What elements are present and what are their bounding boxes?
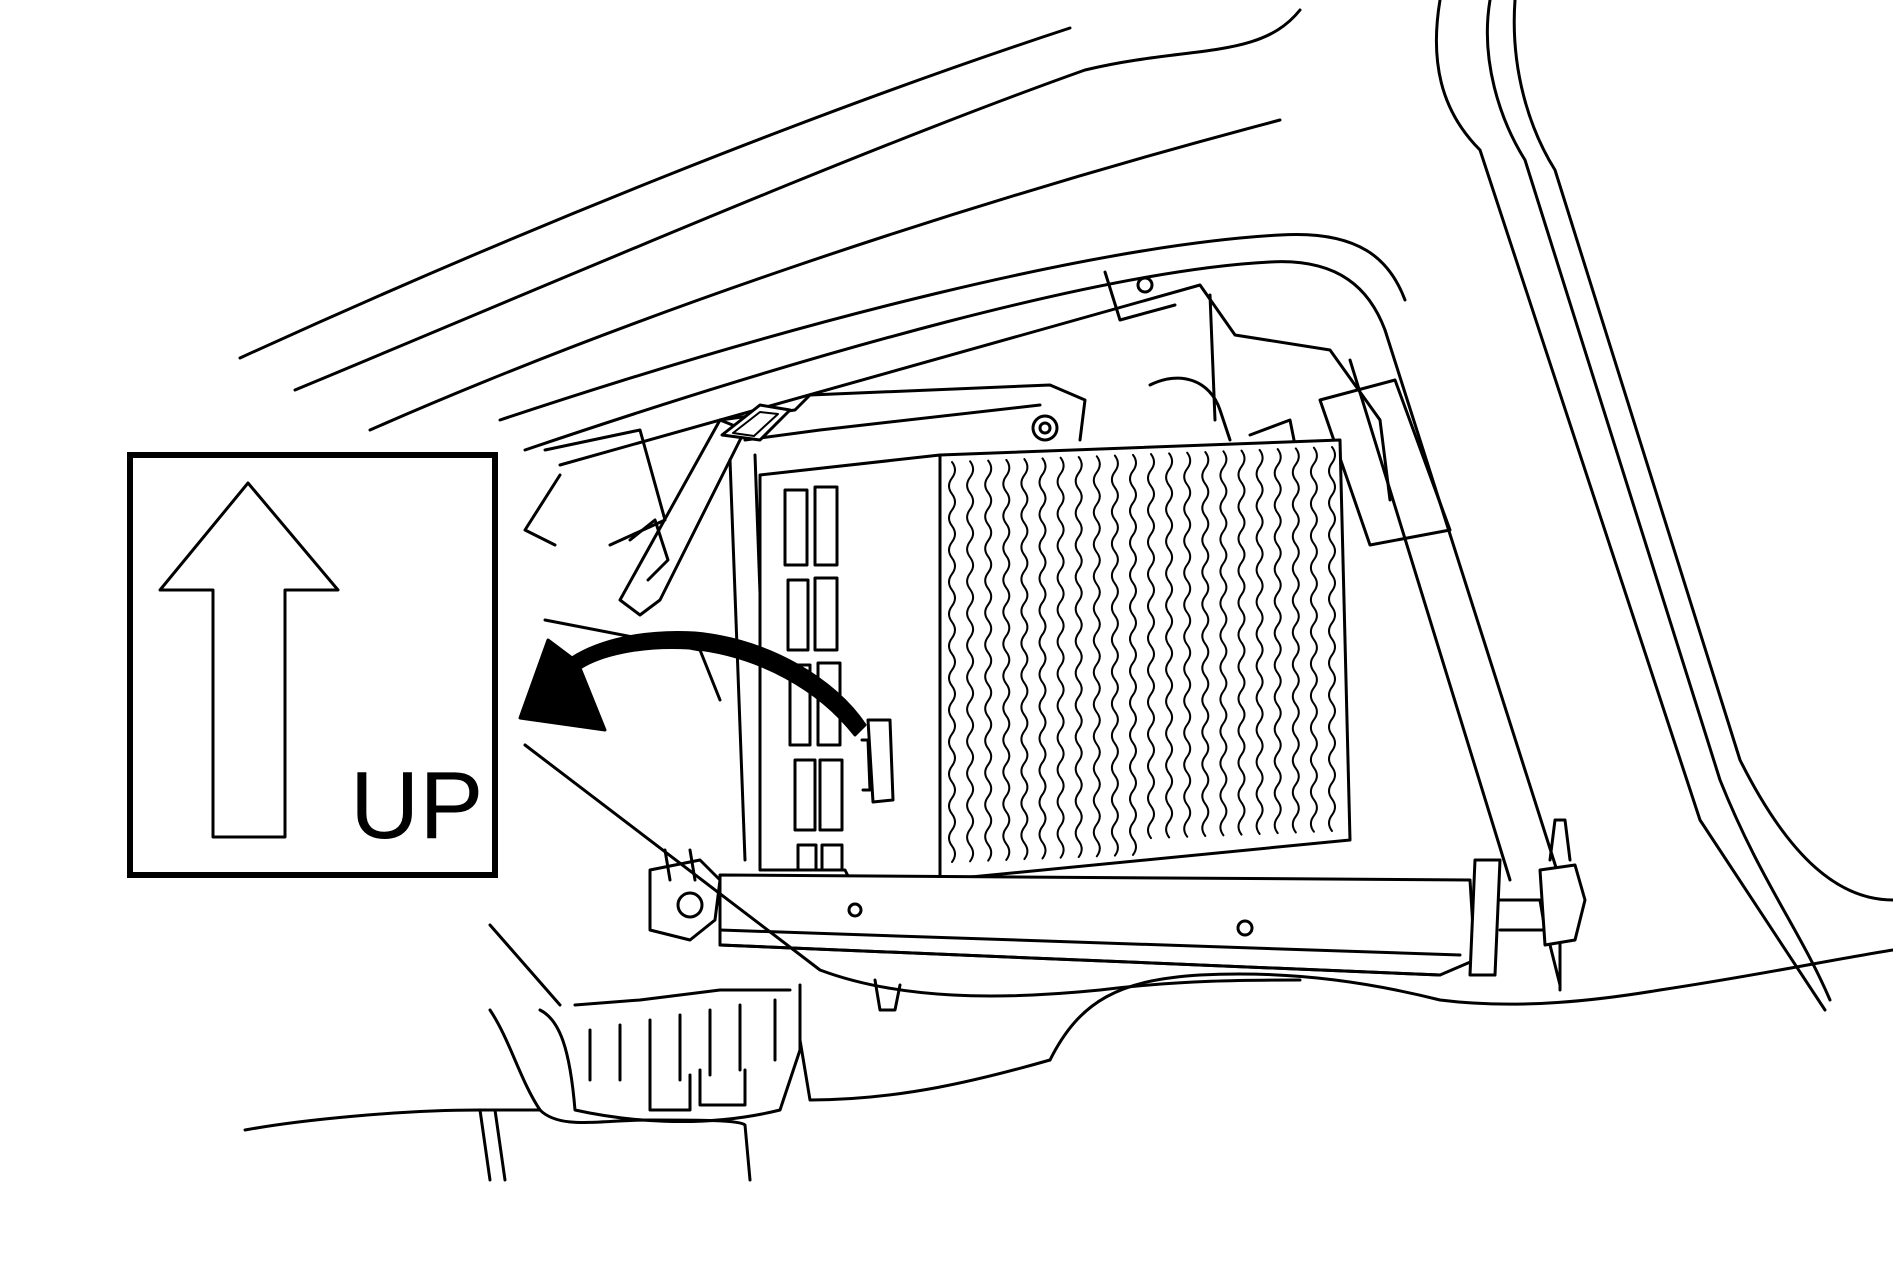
filter-pleat xyxy=(1147,453,1155,840)
guide-rail xyxy=(648,818,1587,1012)
filter-pleat xyxy=(1038,457,1047,860)
filter-pleat xyxy=(1328,446,1336,832)
filter-pleat xyxy=(948,461,956,863)
filter-pleat xyxy=(1291,447,1300,834)
filter-pleat xyxy=(1219,450,1228,837)
orientation-box: UP xyxy=(127,452,498,878)
glovebox-bin xyxy=(758,453,942,882)
filter-pleat xyxy=(1110,454,1119,857)
filter-pleat xyxy=(1002,458,1011,861)
filter-pleat xyxy=(1201,451,1210,837)
filter-pleat xyxy=(1129,453,1137,856)
orientation-label: UP xyxy=(350,752,483,859)
filter-pleat xyxy=(984,459,993,862)
filter-corrugation xyxy=(948,446,1336,863)
curved-removal-arrow-icon xyxy=(518,631,867,737)
filter-pleat xyxy=(1056,456,1065,859)
filter-pleat xyxy=(1165,452,1174,839)
filter-pleat xyxy=(1273,448,1282,835)
filter-pleat xyxy=(1074,456,1083,858)
filter-pleat xyxy=(1020,458,1029,861)
filter-panel xyxy=(938,438,1352,882)
filter-pleat xyxy=(966,460,975,863)
filter-pleat xyxy=(1092,455,1101,858)
lower-dashboard xyxy=(243,743,1893,1182)
damper-strap xyxy=(618,383,1087,617)
filter-pleat xyxy=(1255,448,1264,835)
filter-pleat xyxy=(1183,451,1192,838)
filter-pleat xyxy=(1309,446,1318,833)
filter-pleat xyxy=(1237,449,1246,836)
up-arrow-icon xyxy=(158,481,340,839)
